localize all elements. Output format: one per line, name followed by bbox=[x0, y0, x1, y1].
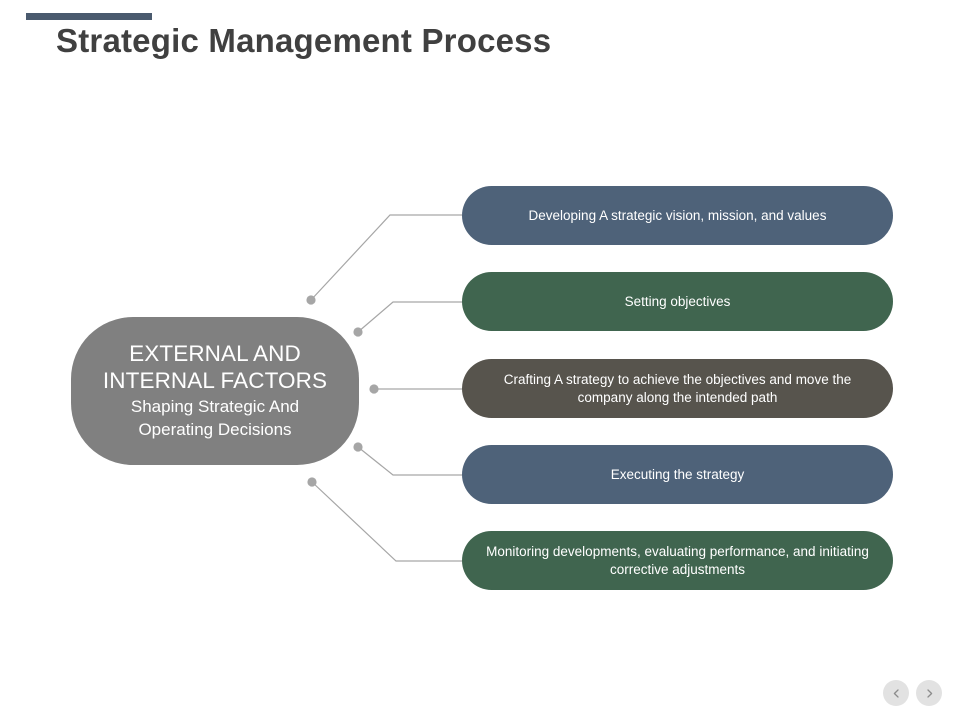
central-node-external-internal-factors[interactable]: EXTERNAL AND INTERNAL FACTORS Shaping St… bbox=[71, 317, 359, 465]
step-label-5: Monitoring developments, evaluating perf… bbox=[486, 543, 869, 577]
central-node-subtitle-line-2: Operating Decisions bbox=[138, 420, 292, 439]
navigation-controls bbox=[883, 680, 942, 706]
connector-dot-5 bbox=[307, 477, 317, 487]
connector-dot-2 bbox=[353, 327, 363, 337]
step-pill-3[interactable]: Crafting A strategy to achieve the objec… bbox=[462, 359, 893, 418]
connector-dot-4 bbox=[353, 442, 363, 452]
connector-dot-3 bbox=[369, 384, 379, 394]
step-label-1: Developing A strategic vision, mission, … bbox=[528, 207, 827, 223]
step-label-3: Crafting A strategy to achieve the objec… bbox=[503, 371, 852, 405]
step-pill-5[interactable]: Monitoring developments, evaluating perf… bbox=[462, 531, 893, 590]
title-accent-bar bbox=[26, 13, 152, 20]
step-label-4: Executing the strategy bbox=[610, 466, 745, 482]
connector-dot-1 bbox=[306, 295, 316, 305]
connector-line-5 bbox=[311, 481, 462, 562]
connector-line-1 bbox=[310, 214, 462, 301]
previous-slide-button[interactable] bbox=[883, 680, 909, 706]
next-slide-button[interactable] bbox=[916, 680, 942, 706]
step-label-2: Setting objectives bbox=[624, 293, 731, 309]
central-node-title-line-2: INTERNAL FACTORS bbox=[102, 368, 328, 393]
connector-line-2 bbox=[357, 301, 462, 333]
page-title: Strategic Management Process bbox=[56, 22, 552, 59]
chevron-left-icon bbox=[891, 688, 902, 699]
connector-line-4 bbox=[357, 446, 462, 476]
central-node-title-line-1: EXTERNAL AND bbox=[129, 341, 301, 366]
step-pill-1[interactable]: Developing A strategic vision, mission, … bbox=[462, 186, 893, 245]
central-node-subtitle-line-1: Shaping Strategic And bbox=[130, 397, 300, 416]
step-pill-4[interactable]: Executing the strategy bbox=[462, 445, 893, 504]
chevron-right-icon bbox=[924, 688, 935, 699]
step-pill-2[interactable]: Setting objectives bbox=[462, 272, 893, 331]
